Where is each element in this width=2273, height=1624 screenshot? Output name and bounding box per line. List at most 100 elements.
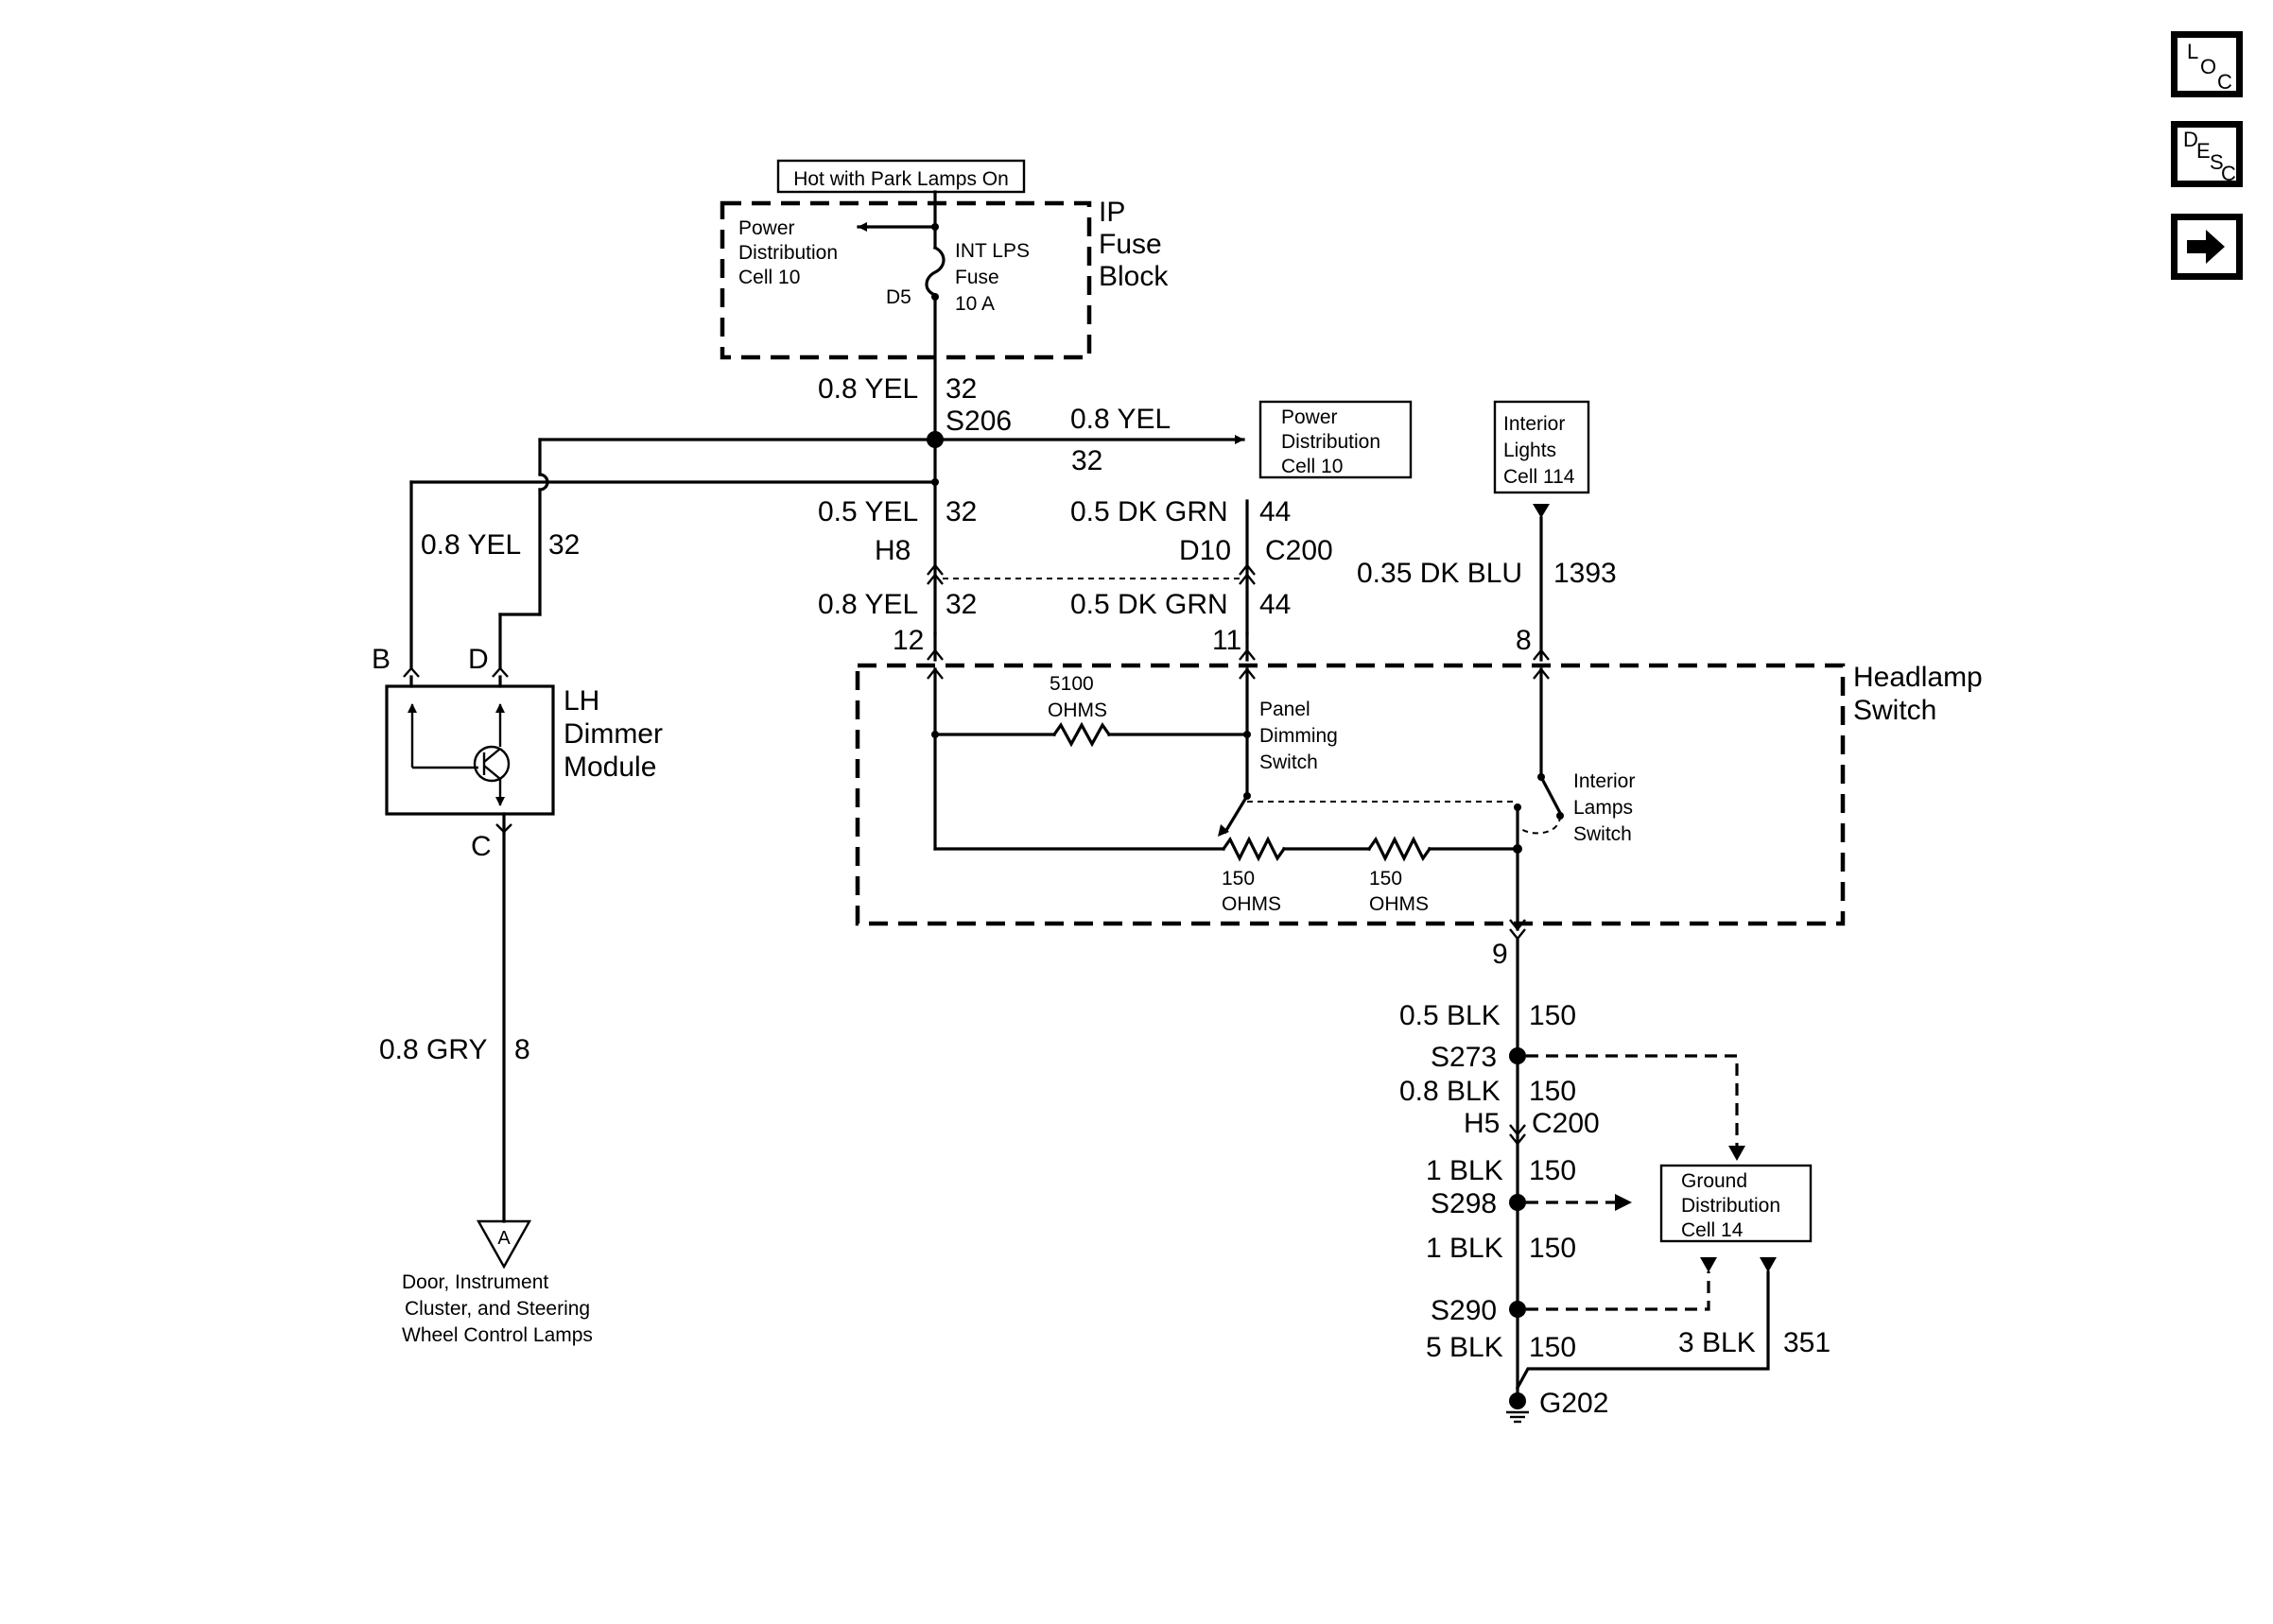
svg-text:Switch: Switch <box>1853 695 1936 726</box>
svg-text:A: A <box>497 1228 511 1249</box>
svg-text:Power: Power <box>738 217 795 239</box>
interior-lamps-switch-blade <box>1538 774 1563 816</box>
svg-text:OHMS: OHMS <box>1048 700 1107 721</box>
ground-point-g202 <box>1509 1392 1526 1409</box>
power-distribution-right-box: Power Distribution Cell 10 <box>1258 400 1413 479</box>
s273-dashed-link <box>1526 1054 1739 1146</box>
g3-circuit: 150 <box>1529 1155 1576 1186</box>
fuse-pin-d5: D5 <box>886 286 911 308</box>
loc-letter-1: L <box>2187 40 2199 63</box>
svg-text:Block: Block <box>1099 261 1169 292</box>
svg-text:Lamps: Lamps <box>1573 797 1633 819</box>
g2-gauge: 0.8 BLK <box>1399 1076 1501 1107</box>
w1-gauge: 0.8 YEL <box>818 373 918 405</box>
ip-fuse-block-label: IP Fuse Block <box>1099 197 1169 292</box>
fuse-symbol <box>925 245 946 298</box>
svg-text:150: 150 <box>1222 868 1255 890</box>
pin-8: 8 <box>1516 625 1532 656</box>
blu-circuit: 1393 <box>1553 558 1617 589</box>
svg-text:Dimmer: Dimmer <box>564 718 663 750</box>
desc-letter-3: S <box>2210 150 2224 174</box>
lh-dimmer-module-box <box>385 684 555 816</box>
s290-dashed-link <box>1526 1271 1710 1311</box>
location-button[interactable]: L O C <box>2171 31 2243 97</box>
svg-text:Module: Module <box>564 752 656 783</box>
g5-gauge: 5 BLK <box>1426 1332 1503 1363</box>
svg-text:Interior: Interior <box>1573 770 1635 792</box>
svg-text:Interior: Interior <box>1503 413 1565 435</box>
svg-text:Distribution: Distribution <box>738 242 838 264</box>
wire-351 <box>1515 1270 1770 1391</box>
headlamp-switch-box <box>855 663 1846 926</box>
loc-letter-2: O <box>2200 55 2217 78</box>
w1-circuit: 32 <box>946 373 977 405</box>
desc-letter-1: D <box>2183 128 2198 151</box>
svg-text:Cluster, and Steering: Cluster, and Steering <box>405 1298 590 1320</box>
svg-text:OHMS: OHMS <box>1222 893 1281 915</box>
ip-fuse-block-box <box>720 200 1092 360</box>
gry-gauge: 0.8 GRY <box>379 1034 488 1065</box>
next-button[interactable] <box>2171 214 2243 280</box>
fuse-label: INT LPS Fuse 10 A <box>955 240 1030 315</box>
c200-chevron-a-bottom <box>927 573 944 585</box>
resistor-150-a-icon <box>1221 836 1287 862</box>
resistor-150-b-icon <box>1366 836 1432 862</box>
panel-dimming-switch-label: Panel Dimming Switch <box>1259 699 1338 773</box>
svg-text:Cell 14: Cell 14 <box>1681 1219 1744 1241</box>
desc-letter-2: E <box>2196 139 2211 163</box>
ca-lower-circuit: 32 <box>946 589 977 620</box>
description-button[interactable]: D E S C <box>2171 121 2243 187</box>
ca-upper-circuit: 32 <box>946 496 977 527</box>
svg-text:Door, Instrument: Door, Instrument <box>402 1271 548 1293</box>
right-arrow-icon <box>2187 230 2225 264</box>
cb-upper-circuit: 44 <box>1259 496 1291 527</box>
interior-lamps-switch-label: Interior Lamps Switch <box>1573 770 1635 845</box>
svg-text:Lights: Lights <box>1503 440 1556 461</box>
loc-letter-3: C <box>2217 70 2232 94</box>
hot-label-text: Hot with Park Lamps On <box>793 168 1009 190</box>
pin-12: 12 <box>893 625 924 656</box>
pin-11: 11 <box>1212 625 1241 656</box>
svg-text:Distribution: Distribution <box>1281 431 1380 453</box>
cb-upper-gauge: 0.5 DK GRN <box>1070 496 1228 527</box>
ca-upper-gauge: 0.5 YEL <box>818 496 918 527</box>
svg-text:Switch: Switch <box>1573 823 1632 845</box>
s290-label: S290 <box>1431 1295 1497 1326</box>
s206-label: S206 <box>946 406 1012 437</box>
dimmer-pin-c: C <box>471 831 492 862</box>
dimmer-destination-label: Door, Instrument Cluster, and Steering W… <box>402 1271 593 1346</box>
transistor-icon <box>473 745 511 783</box>
cb-lower-gauge: 0.5 DK GRN <box>1070 589 1228 620</box>
w2-gauge: 0.8 YEL <box>1070 404 1171 435</box>
resistor-5100-icon <box>1051 721 1112 748</box>
lh-dimmer-module-label: LH Dimmer Module <box>564 685 663 783</box>
svg-text:10 A: 10 A <box>955 293 995 315</box>
pin-h5: H5 <box>1464 1108 1500 1139</box>
svg-text:5100: 5100 <box>1050 673 1094 695</box>
pin-h8: H8 <box>875 535 911 566</box>
g6-circuit: 351 <box>1783 1327 1831 1358</box>
svg-text:Wheel Control Lamps: Wheel Control Lamps <box>402 1324 593 1346</box>
dimmer-pin-d: D <box>468 644 489 675</box>
svg-text:LH: LH <box>564 685 599 717</box>
resistor-5100-label: 5100 OHMS <box>1048 673 1107 721</box>
splice-s290 <box>1509 1301 1526 1318</box>
g1-gauge: 0.5 BLK <box>1399 1000 1501 1031</box>
g4-circuit: 150 <box>1529 1233 1576 1264</box>
g4-gauge: 1 BLK <box>1426 1233 1503 1264</box>
interior-lights-arrow <box>1533 504 1550 518</box>
power-distribution-top-label: Power Distribution Cell 10 <box>738 217 838 288</box>
svg-text:Cell 114: Cell 114 <box>1503 466 1575 488</box>
ground-symbol-icon <box>1506 1410 1529 1424</box>
ground-distribution-box: Ground Distribution Cell 14 <box>1659 1164 1813 1243</box>
g6-gauge: 3 BLK <box>1678 1327 1756 1358</box>
left-circuit: 32 <box>548 529 580 561</box>
w2-circuit: 32 <box>1071 445 1102 476</box>
interior-switch-link <box>1518 815 1561 835</box>
svg-text:Ground: Ground <box>1681 1170 1747 1192</box>
gry-circuit: 8 <box>514 1034 530 1065</box>
svg-text:Distribution: Distribution <box>1681 1195 1780 1217</box>
splice-s273 <box>1509 1047 1526 1064</box>
svg-text:Power: Power <box>1281 406 1338 428</box>
